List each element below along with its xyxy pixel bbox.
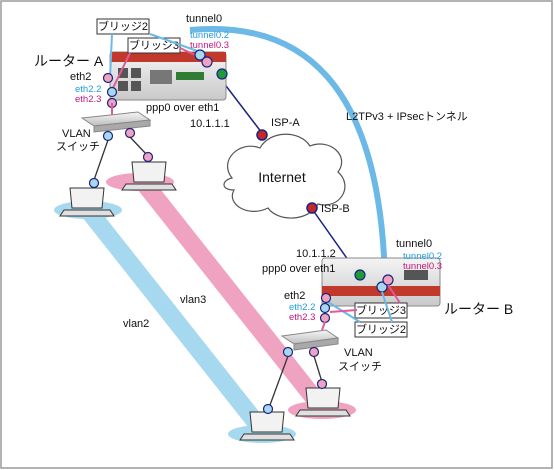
router-a-port (118, 68, 128, 78)
pc-b-vlan3-nic (316, 378, 328, 390)
router-a-eth2-2: eth2.2 (75, 84, 101, 95)
router-b-eth2-2: eth2.2 (289, 302, 315, 313)
switch-a-port-vlan2 (102, 130, 114, 142)
router-a-bridge2-tunnel-link (149, 33, 201, 53)
router-b-port (404, 270, 428, 280)
isp-a-node (256, 129, 268, 141)
router-b-eth2-3-node (319, 312, 331, 324)
tunnel-label: L2TPv3 + IPsecトンネル (346, 110, 468, 123)
router-b-bridge2-link (327, 301, 361, 323)
pc-b-vlan2 (228, 411, 296, 443)
router-a-eth2-node (102, 72, 114, 84)
l2tpv3-tunnel-arc (189, 26, 388, 281)
isp-b-label: ISP-B (321, 203, 350, 215)
router-a-name: ルーター A (34, 53, 104, 69)
switch-b-cable-2 (313, 355, 323, 383)
router-a-tunnel0-2: tunnel0.2 (190, 30, 229, 41)
router-a-ip: 10.1.1.1 (190, 118, 230, 130)
router-b-bridge3-tunnel-link (387, 284, 401, 304)
router-b-ip: 10.1.1.2 (296, 248, 336, 260)
internet-cloud: Internet (223, 133, 346, 219)
vlan2-link (79, 201, 271, 439)
router-a-led-bar (176, 72, 204, 80)
switch-a-line2: スイッチ (56, 140, 100, 153)
switch-b-port-vlan3 (308, 346, 320, 358)
switch-b-port-vlan2 (282, 346, 294, 358)
router-a-port (118, 81, 128, 91)
vlan-switch-b (280, 329, 340, 351)
router-b-name: ルーター B (444, 301, 513, 317)
switch-a-cable-1 (93, 139, 109, 181)
vlan2-label: vlan2 (123, 318, 149, 330)
router-a-bridge3: ブリッジ3 (129, 38, 179, 52)
router-a-bridge2: ブリッジ2 (98, 19, 148, 33)
isp-a-label: ISP-A (271, 117, 300, 129)
vlan-switch-a (80, 111, 152, 133)
router-a-tunnel0: tunnel0 (186, 13, 222, 25)
router-a-bridge2-link (109, 33, 113, 79)
isp-b-node (306, 202, 318, 214)
pc-a-vlan3-nic (142, 151, 154, 163)
router-b-ppp0-node (354, 269, 366, 281)
vlan3-label: vlan3 (180, 294, 206, 306)
router-a-port (150, 70, 172, 84)
router-a-port (131, 81, 141, 91)
switch-b-cable-1 (269, 355, 289, 406)
router-a-tunnel0-3-node (201, 56, 213, 68)
pc-a-vlan2 (54, 187, 122, 219)
pc-a-vlan2-nic (88, 177, 100, 189)
router-a-bridge3-link (111, 52, 131, 91)
router-a-ppp0: ppp0 over eth1 (146, 102, 219, 114)
switch-a-cable-2 (129, 136, 149, 157)
switch-b-line2: スイッチ (338, 360, 382, 373)
router-b-eth2-2-node (319, 302, 331, 314)
router-b-bridge2: ブリッジ2 (356, 322, 406, 336)
isp-a-link (219, 77, 263, 134)
router-a-tunnel0-3: tunnel0.3 (190, 40, 229, 51)
internet-label: Internet (258, 169, 306, 185)
router-b-ppp0: ppp0 over eth1 (262, 263, 335, 275)
router-b-tunnel0: tunnel0 (396, 238, 432, 250)
router-b-eth2: eth2 (284, 290, 305, 302)
pc-a-vlan3 (106, 161, 177, 191)
pc-b-vlan3 (288, 387, 356, 419)
router-a-eth2-2-node (106, 86, 118, 98)
router-a-red-band (110, 52, 226, 62)
switch-a-port-vlan3 (124, 127, 136, 139)
vlan3-link (131, 169, 331, 417)
router-b-tunnel0-3: tunnel0.3 (403, 261, 442, 272)
router-a-tunnel0-2-node (194, 49, 206, 61)
switch-b-uplink (321, 321, 326, 331)
router-b-bridge3-link (329, 309, 358, 313)
pc-b-vlan2-nic (262, 403, 274, 415)
router-a-bridge2-box (96, 18, 150, 35)
router-b-eth2-3: eth2.3 (289, 312, 315, 323)
router-b-bridge2-box (354, 321, 408, 338)
router-b-bridge3: ブリッジ3 (356, 303, 406, 317)
switch-b-line1: VLAN (344, 347, 373, 359)
router-a-port (131, 68, 141, 78)
router-a (109, 51, 227, 101)
router-b-tunnel0-2: tunnel0.2 (403, 251, 442, 262)
router-b-tunnel0-3-node (382, 274, 394, 286)
router-b-eth2-node (320, 292, 332, 304)
router-a-ppp0-node (216, 68, 228, 80)
router-b-bridge2-tunnel-link (381, 291, 393, 323)
router-a-eth2-3: eth2.3 (75, 94, 101, 105)
router-a-eth2: eth2 (70, 71, 91, 83)
switch-a-line1: VLAN (62, 128, 91, 140)
